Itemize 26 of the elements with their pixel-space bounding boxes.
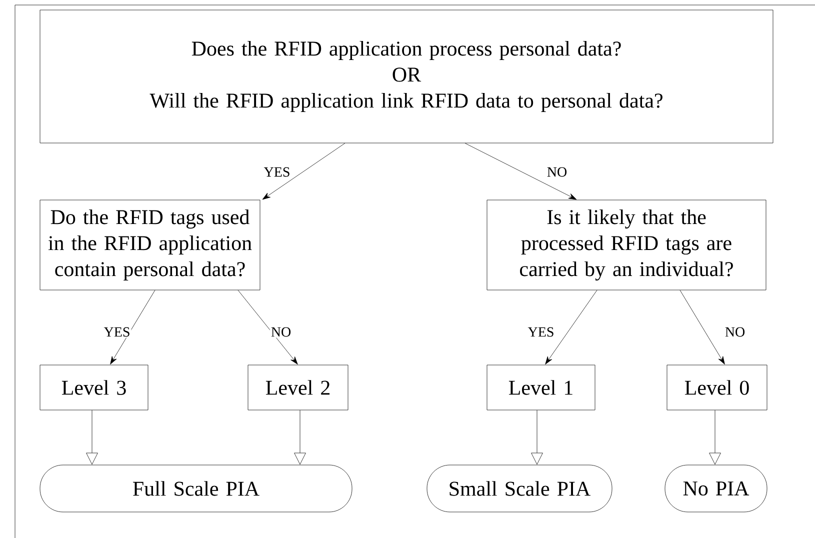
level-box: Level 2 [248, 364, 348, 410]
level-box: Level 1 [486, 364, 596, 410]
edge-label: NO [270, 326, 292, 338]
arrow [680, 290, 725, 364]
edge-label: NO [546, 166, 568, 178]
decision-box: Is it likely that the processed RFID tags are carried by an individual? [486, 200, 766, 290]
edge-label: YES [262, 166, 292, 178]
level-box: Level 3 [40, 364, 148, 410]
arrow [262, 143, 346, 200]
terminal-box: Full Scale PIA [40, 464, 352, 512]
level-box: Level 0 [666, 364, 768, 410]
arrow [531, 410, 543, 465]
arrow [294, 410, 306, 465]
arrow [110, 290, 156, 364]
terminal-box: Small Scale PIA [426, 464, 612, 512]
question-box: Does the RFID application process personal data? OR Will the RFID application link RFID data to personal data? [40, 10, 774, 144]
arrow [545, 290, 598, 364]
edge-label: NO [724, 326, 746, 338]
arrow [709, 410, 721, 465]
terminal-box: No PIA [664, 464, 768, 512]
edge-label: YES [526, 326, 556, 338]
arrow [464, 143, 577, 200]
arrow [86, 410, 98, 465]
decision-box: Do the RFID tags used in the RFID application contain personal data? [40, 200, 260, 290]
edge-label: YES [102, 326, 132, 338]
arrow [238, 290, 298, 364]
